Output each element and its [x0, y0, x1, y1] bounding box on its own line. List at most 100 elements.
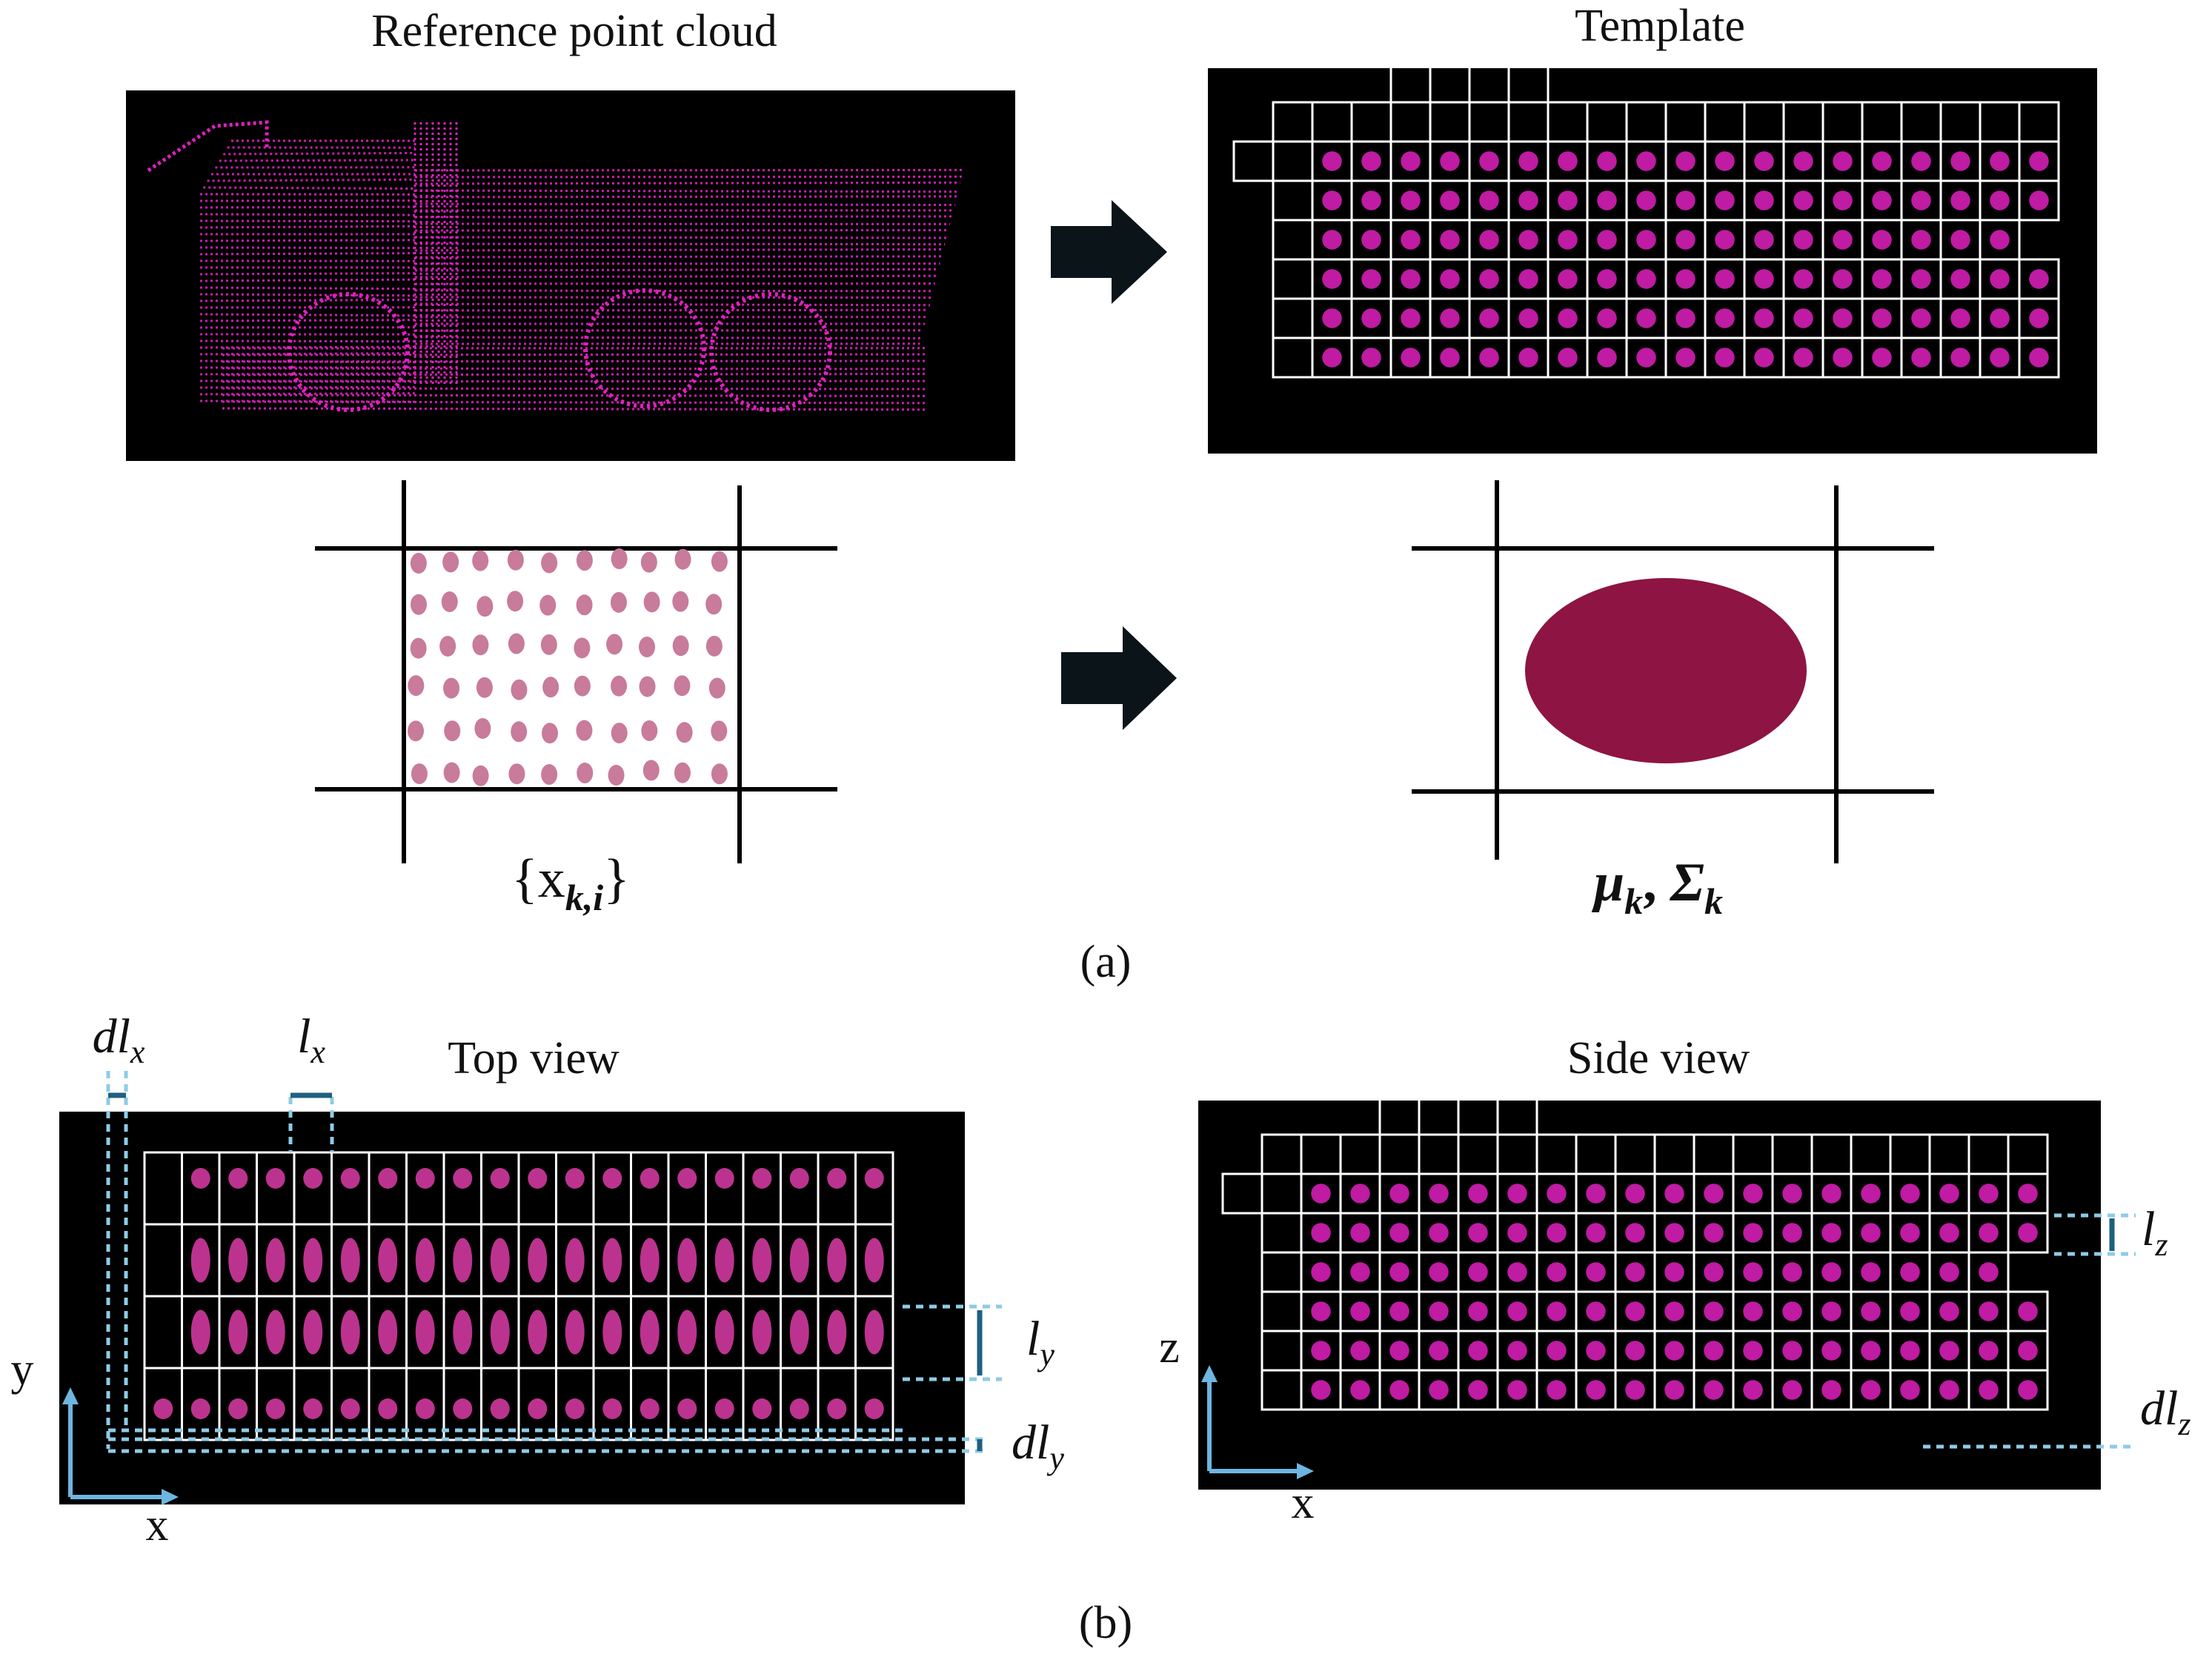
cell-gaussian: [1782, 1380, 1802, 1400]
cell-gaussian: [1911, 190, 1931, 210]
cell-gaussian: [1821, 1380, 1841, 1400]
cell-gaussian: [1322, 230, 1342, 250]
cell-blob: [565, 1168, 585, 1189]
cell-gaussian: [1636, 348, 1656, 368]
grid-cell: [2018, 336, 2060, 379]
cell-gaussian: [1597, 269, 1617, 289]
cell-blob: [378, 1398, 398, 1419]
cell-point: [540, 634, 557, 655]
cell-blob: [789, 1310, 809, 1355]
cell-point: [640, 551, 657, 573]
cell-gaussian: [1664, 1301, 1684, 1321]
cell-gaussian: [1401, 230, 1421, 250]
cell-gaussian: [1507, 1262, 1527, 1282]
cell-gaussian: [1704, 1184, 1724, 1204]
cell-gaussian: [1507, 1341, 1527, 1361]
cell-point: [642, 760, 660, 781]
cell-gaussian: [1389, 1301, 1409, 1321]
cell-point: [511, 679, 528, 700]
cell-gaussian: [1715, 151, 1735, 171]
cell-blob: [602, 1238, 622, 1283]
cell-blob: [565, 1238, 585, 1283]
cell-blob: [265, 1238, 285, 1283]
cell-gaussian: [1743, 1262, 1763, 1282]
cell-gaussian: [1468, 1380, 1488, 1400]
cell-point: [443, 762, 460, 783]
cell-gaussian: [1518, 151, 1538, 171]
cell-point: [541, 723, 558, 744]
cell-gaussian: [1625, 1301, 1645, 1321]
cell-gaussian: [1558, 348, 1578, 368]
ly-label: ly: [1026, 1312, 1054, 1373]
cell-blob: [640, 1398, 660, 1419]
cell-blob: [303, 1238, 323, 1283]
cell-point: [541, 764, 558, 786]
cell-blob: [752, 1168, 772, 1189]
cell-gaussian: [1900, 1223, 1920, 1243]
cell-gaussian: [1586, 1184, 1606, 1204]
dlz-label: dlz: [2140, 1381, 2191, 1442]
cell-blob: [602, 1168, 622, 1189]
cell-blob: [827, 1398, 847, 1419]
cell-blob: [864, 1238, 884, 1283]
cell-blob: [490, 1310, 510, 1355]
cell-gaussian: [1861, 1341, 1881, 1361]
cell-gaussian: [1468, 1341, 1488, 1361]
cell-gaussian: [1597, 230, 1617, 250]
cell-gaussian: [1507, 1184, 1527, 1204]
lx-label: lx: [297, 1009, 325, 1070]
cell-gaussian: [1361, 269, 1381, 289]
cell-point: [472, 765, 489, 786]
cell-blob: [190, 1168, 210, 1189]
cell-gaussian: [1558, 308, 1578, 328]
cell-gaussian: [1361, 308, 1381, 328]
cell-gaussian: [1979, 1380, 1999, 1400]
cell-points-diagram: {xk,i}: [315, 480, 837, 918]
cell-gaussian: [1479, 269, 1499, 289]
cell-gaussian: [1743, 1380, 1763, 1400]
cell-gaussian: [1401, 348, 1421, 368]
top-view-title: Top view: [448, 1033, 620, 1083]
cell-gaussian: [1833, 230, 1853, 250]
cell-gaussian: [1468, 1184, 1488, 1204]
cell-blob: [265, 1310, 285, 1355]
cell-gaussian: [1625, 1341, 1645, 1361]
grid-cell: [2007, 1212, 2049, 1254]
cell-blob: [228, 1310, 248, 1355]
cell-point: [576, 594, 593, 616]
reference-title: Reference point cloud: [371, 6, 777, 56]
cell-gaussian: [1518, 348, 1538, 368]
cell-point: [674, 548, 691, 570]
template-title: Template: [1575, 1, 1745, 51]
cell-gaussian: [1821, 1223, 1841, 1243]
cell-gaussian: [1939, 1223, 1959, 1243]
cell-gaussian: [1782, 1341, 1802, 1361]
cell-point: [411, 763, 428, 785]
reference-point-cloud: [126, 90, 1015, 461]
cell-gaussian: [1389, 1184, 1409, 1204]
cell-gaussian: [1950, 269, 1970, 289]
cell-gaussian: [1872, 269, 1892, 289]
cell-gaussian: [1950, 308, 1970, 328]
cell-gaussian: [1675, 308, 1695, 328]
side-view-points: [1311, 1184, 2038, 1400]
cell-gaussian: [1911, 308, 1931, 328]
cell-gaussian: [1479, 190, 1499, 210]
cell-gaussian: [1833, 308, 1853, 328]
cell-point: [410, 552, 427, 574]
top-axis-y-label: y: [11, 1344, 34, 1395]
cell-point: [539, 594, 557, 616]
cell-blob: [378, 1310, 398, 1355]
cell-blob: [340, 1310, 360, 1355]
cell-point: [542, 677, 559, 698]
cell-blob: [378, 1238, 398, 1283]
cell-blob: [565, 1398, 585, 1419]
cell-point: [511, 721, 528, 743]
cell-gaussian: [1911, 348, 1931, 368]
cell-gaussian: [1782, 1184, 1802, 1204]
top-axis-x-label: x: [146, 1500, 169, 1550]
right-arrow-icon: [1051, 200, 1167, 304]
cell-gaussian: [1586, 1262, 1606, 1282]
cell-gaussian: [1675, 269, 1695, 289]
cell-gaussian: [1389, 1341, 1409, 1361]
